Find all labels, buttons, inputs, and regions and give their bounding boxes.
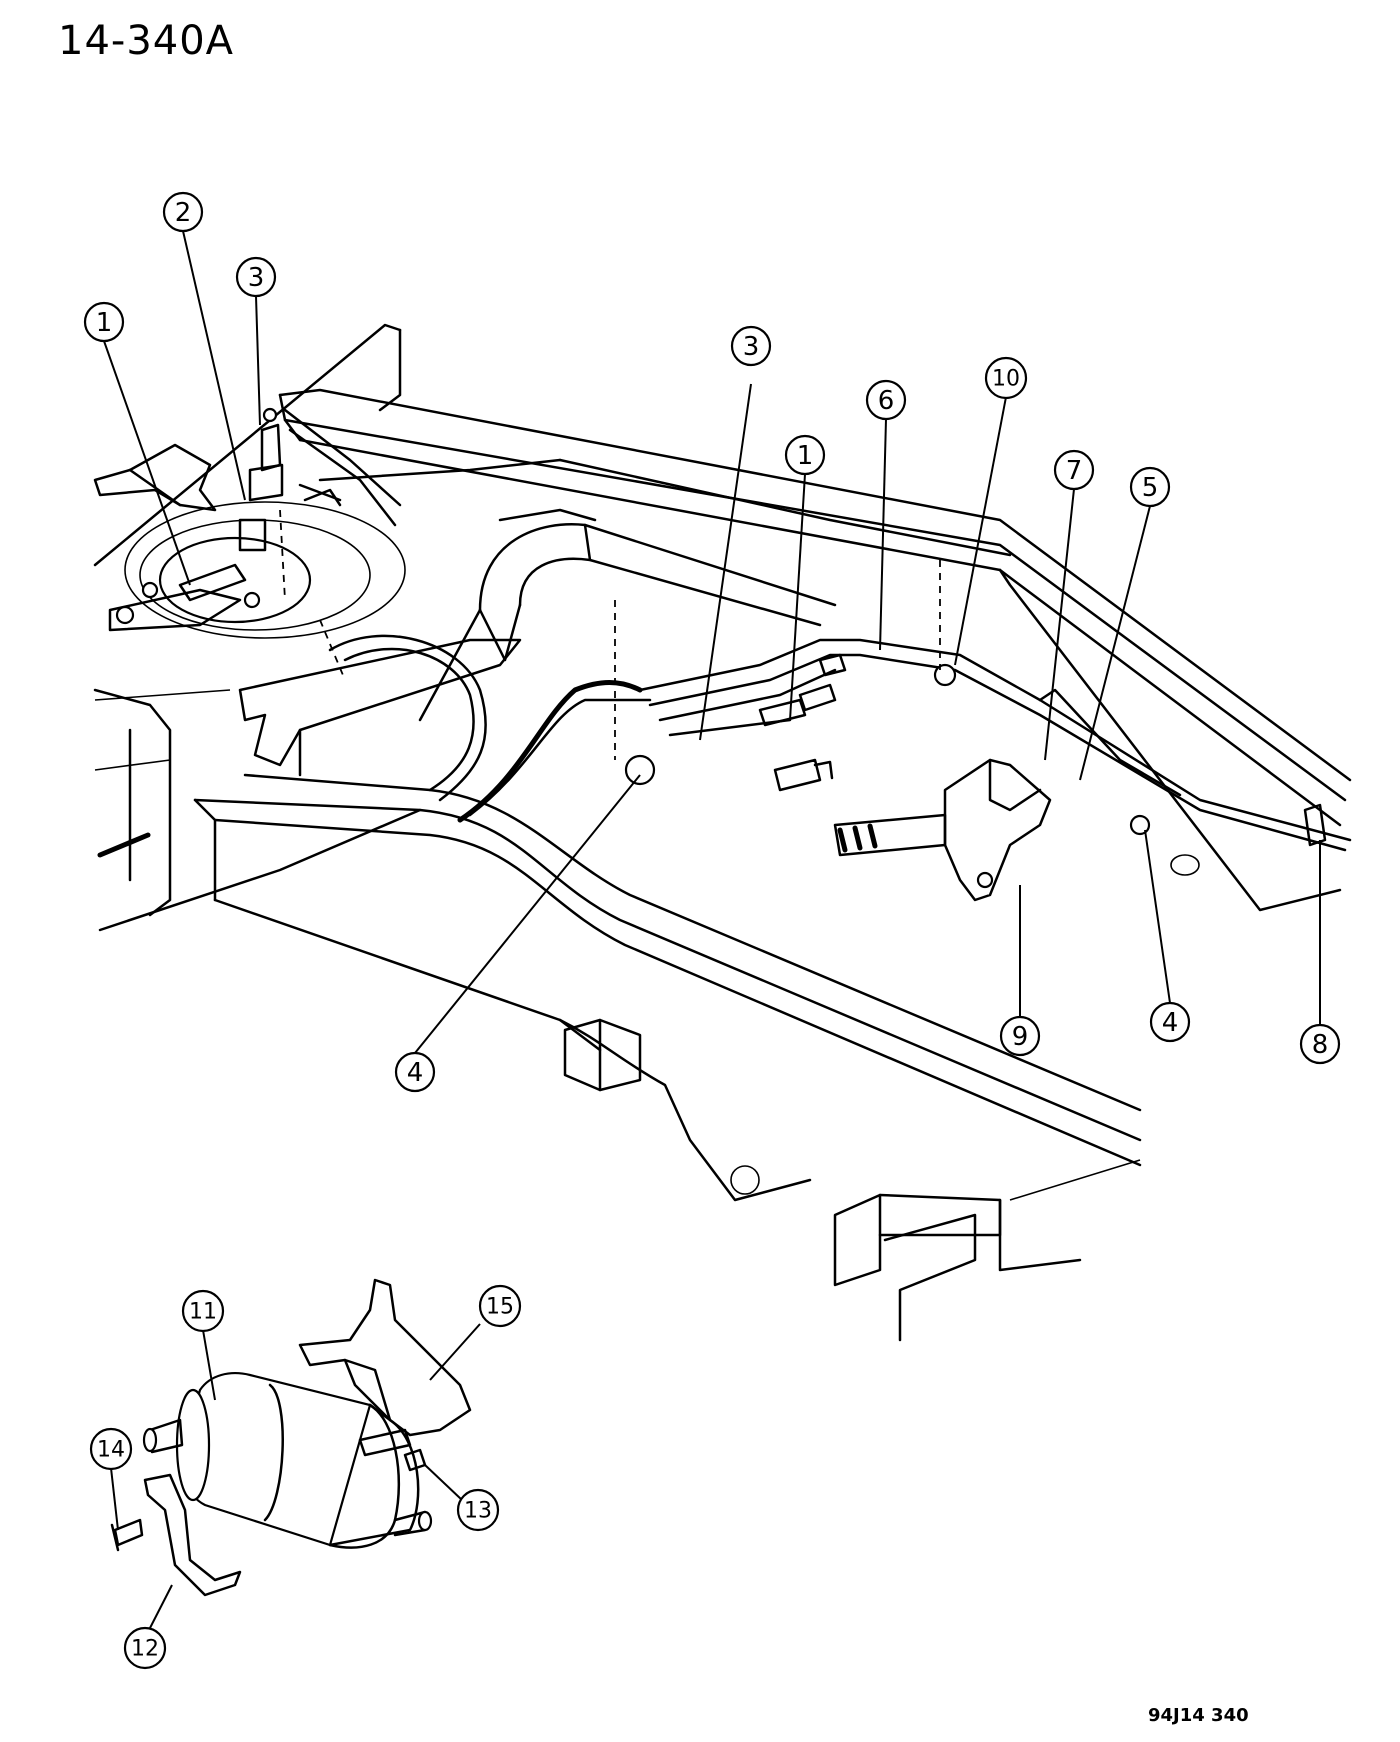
callout-5: 5 [1129, 466, 1171, 508]
callout-3-a: 3 [235, 256, 277, 298]
svg-text:12: 12 [131, 1637, 159, 1662]
svg-text:10: 10 [992, 367, 1020, 392]
fuel-lines [328, 634, 1352, 852]
svg-text:1: 1 [797, 441, 814, 471]
callout-1-a: 1 [83, 301, 125, 343]
svg-text:4: 4 [407, 1058, 424, 1088]
callout-6: 6 [865, 379, 907, 421]
diagram-title: 14-340A [58, 18, 235, 64]
svg-text:14: 14 [97, 1438, 125, 1463]
svg-text:11: 11 [189, 1300, 217, 1325]
svg-text:15: 15 [486, 1295, 514, 1320]
cross-member [418, 508, 837, 722]
callout-4-b: 4 [1149, 1001, 1191, 1043]
upper-frame-rail [278, 388, 1352, 912]
svg-text:7: 7 [1066, 456, 1083, 486]
callout-15: 15 [478, 1284, 522, 1328]
svg-text:2: 2 [175, 198, 192, 228]
canister-bracket [833, 758, 1052, 902]
channel-bracket [238, 638, 522, 777]
svg-text:9: 9 [1012, 1022, 1029, 1052]
callout-2: 2 [162, 191, 204, 233]
callout-12: 12 [123, 1626, 167, 1670]
callout-11: 11 [181, 1289, 225, 1333]
callout-4-a: 4 [394, 1051, 436, 1093]
svg-text:4: 4 [1162, 1008, 1179, 1038]
svg-text:6: 6 [878, 386, 895, 416]
callout-9: 9 [999, 1015, 1041, 1057]
svg-text:3: 3 [248, 263, 265, 293]
svg-text:1: 1 [96, 308, 113, 338]
svg-text:5: 5 [1142, 473, 1159, 503]
lower-frame-rail [193, 773, 1142, 1342]
figure-code: 94J14 340 [1148, 1705, 1249, 1726]
fuel-filter-assembly [110, 1278, 472, 1597]
hidden-lines [279, 509, 941, 760]
callout-14: 14 [89, 1427, 133, 1471]
callout-1-b: 1 [784, 434, 826, 476]
callout-10: 10 [984, 356, 1028, 400]
callout-3-b: 3 [730, 325, 772, 367]
svg-text:8: 8 [1312, 1030, 1329, 1060]
callout-8: 8 [1299, 1023, 1341, 1065]
leader-lines [103, 230, 1321, 1629]
svg-text:3: 3 [743, 332, 760, 362]
callout-13: 13 [456, 1488, 500, 1532]
callout-7: 7 [1053, 449, 1095, 491]
svg-text:13: 13 [464, 1499, 492, 1524]
fuel-sending-unit [93, 407, 406, 639]
